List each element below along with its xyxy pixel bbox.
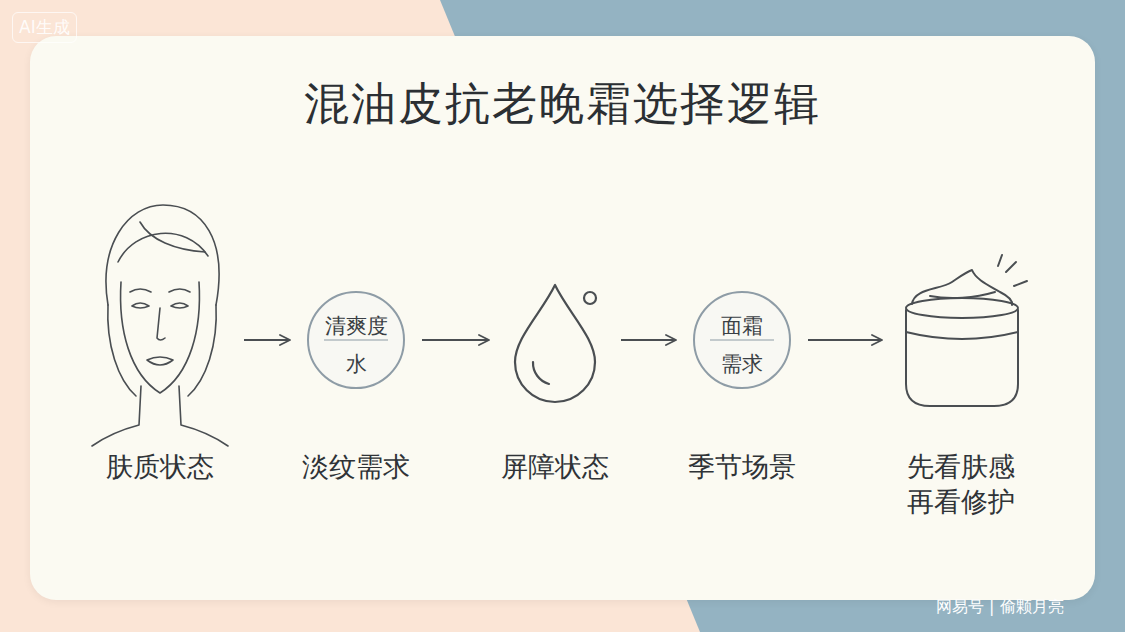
flow-arrow <box>244 339 290 341</box>
watermark: 网易号 | 偷颗月亮 <box>936 597 1064 618</box>
circle-text: 清爽度 <box>296 313 416 340</box>
jar-rim <box>906 298 1018 318</box>
jar-band <box>906 332 1018 339</box>
circle-divider <box>710 339 774 340</box>
step-circle: 清爽度水淡纹需求 <box>296 200 416 500</box>
step-caption: 淡纹需求 <box>296 450 416 485</box>
sparkle-line <box>998 255 1002 266</box>
neck-shoulder <box>179 386 228 446</box>
diagram-title: 混油皮抗老晚霜选择逻辑 <box>0 74 1125 134</box>
nose <box>157 308 165 340</box>
neck-shoulder <box>92 386 141 446</box>
lips <box>147 357 173 365</box>
flow-arrow <box>808 339 882 341</box>
hair-line <box>188 305 216 396</box>
hair-line <box>118 233 208 262</box>
step-node: 肤质状态 <box>82 200 238 500</box>
hair-line <box>140 222 205 252</box>
small-bubble <box>584 292 596 304</box>
face-illustration <box>92 205 228 446</box>
hair-outline <box>106 205 219 305</box>
eyebrow <box>169 289 190 292</box>
step-node: 先看肤感 再看修护 <box>888 200 1033 500</box>
circle-text: 面霜 <box>682 313 802 340</box>
step-caption: 屏障状态 <box>495 450 615 485</box>
sparkle-line <box>1006 262 1016 272</box>
step-caption: 先看肤感 再看修护 <box>888 450 1033 519</box>
circle-divider <box>324 339 388 340</box>
step-caption: 季节场景 <box>682 450 802 485</box>
circle-text: 需求 <box>682 351 802 378</box>
eye <box>132 303 149 308</box>
eye <box>171 303 188 308</box>
watermark: AI生成 <box>12 12 77 43</box>
face-outline <box>121 282 200 393</box>
step-node: 屏障状态 <box>495 200 615 500</box>
sparkle-line <box>1014 281 1027 286</box>
drop-highlight <box>533 362 549 384</box>
jar-icon <box>906 255 1027 406</box>
drop-icon <box>515 285 596 402</box>
flow-arrow <box>621 339 676 341</box>
step-circle: 面霜需求季节场景 <box>682 200 802 500</box>
eyebrow <box>130 289 151 292</box>
circle-text: 水 <box>296 351 416 378</box>
flow-arrow <box>422 339 489 341</box>
jar-body <box>906 310 1018 406</box>
step-caption: 肤质状态 <box>82 450 238 485</box>
water-drop <box>515 285 595 402</box>
